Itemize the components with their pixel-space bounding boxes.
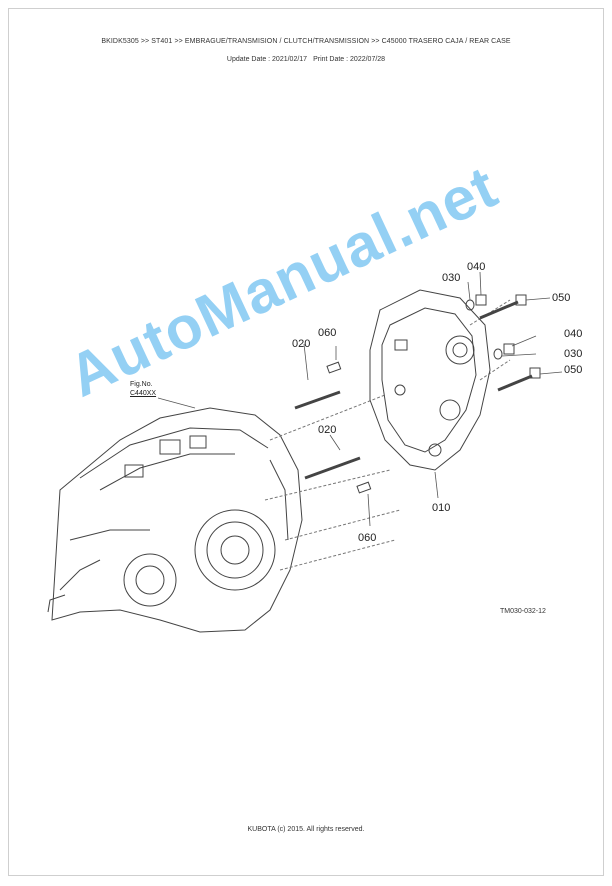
washer-030-mid <box>493 348 503 360</box>
exploded-parts-diagram <box>47 271 563 633</box>
callout-020-mid: 020 <box>318 424 337 436</box>
bolt-050-top <box>479 300 519 320</box>
callout-010: 010 <box>432 502 451 514</box>
callout-030-top: 030 <box>442 272 461 284</box>
fig-number-value: C440XX <box>130 390 157 397</box>
bolt-050-mid <box>497 374 533 392</box>
callout-040-top: 040 <box>467 261 486 273</box>
pin-060-top <box>326 361 342 374</box>
nut-040-top <box>475 294 487 306</box>
update-date: Update Date : 2021/02/17 <box>226 56 308 63</box>
dates-line: Update Date : 2021/02/17 Print Date : 202… <box>0 56 612 63</box>
rear-case <box>369 289 491 471</box>
callout-020-top: 020 <box>292 338 311 350</box>
stud-020-top <box>294 390 341 410</box>
page-border <box>8 8 604 876</box>
breadcrumb: BKIDK5305 >> ST401 >> EMBRAGUE/TRANSMISI… <box>101 38 511 45</box>
stud-020-mid <box>304 456 361 480</box>
copyright-footer: KUBOTA (c) 2015. All rights reserved. <box>247 826 365 833</box>
transmission-housing <box>51 407 303 633</box>
figure-reference: TM030-032-12 <box>500 608 546 615</box>
print-date: Print Date : 2022/07/28 <box>313 56 386 63</box>
pin-060-bottom <box>356 481 372 494</box>
fig-number: Fig.No. C440XX <box>130 380 156 398</box>
callout-040-mid: 040 <box>564 328 583 340</box>
callout-050-top: 050 <box>552 292 571 304</box>
callout-060-bottom: 060 <box>358 532 377 544</box>
callout-030-mid: 030 <box>564 348 583 360</box>
nut-040-mid <box>503 343 515 355</box>
fig-number-label: Fig.No. <box>130 381 153 388</box>
callout-060-top: 060 <box>318 327 337 339</box>
callout-050-mid: 050 <box>564 364 583 376</box>
